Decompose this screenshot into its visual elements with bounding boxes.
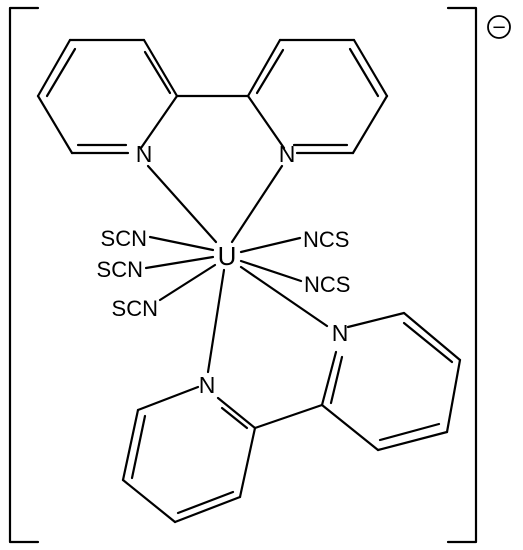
- thiocyanate-right-2: NCS: [304, 272, 350, 297]
- thiocyanate-left-2: SCN: [97, 257, 143, 282]
- bottom-lower-nitrogen-label: N: [199, 372, 216, 398]
- bottom-right-pyridine-ring: [320, 311, 462, 452]
- bottom-biaryl-bond: [253, 403, 324, 430]
- right-bracket: [446, 6, 478, 544]
- bottom-upper-nitrogen-label: N: [332, 320, 349, 346]
- top-right-nitrogen-label: N: [279, 141, 296, 167]
- bottom-left-pyridine-ring: [121, 385, 257, 524]
- coordination-bonds: [144, 164, 329, 374]
- left-bracket: [8, 6, 40, 544]
- thiocyanate-left-3: SCN: [112, 296, 158, 321]
- top-left-pyridine-ring: [36, 38, 179, 155]
- top-right-pyridine-ring: [246, 38, 389, 155]
- negative-charge: −: [487, 15, 511, 39]
- top-left-nitrogen-label: N: [136, 141, 153, 167]
- uranium-atom-label: U: [218, 241, 237, 271]
- thiocyanate-right-1: NCS: [303, 227, 349, 252]
- thiocyanate-left-1: SCN: [101, 226, 147, 251]
- charge-sign: −: [491, 17, 506, 38]
